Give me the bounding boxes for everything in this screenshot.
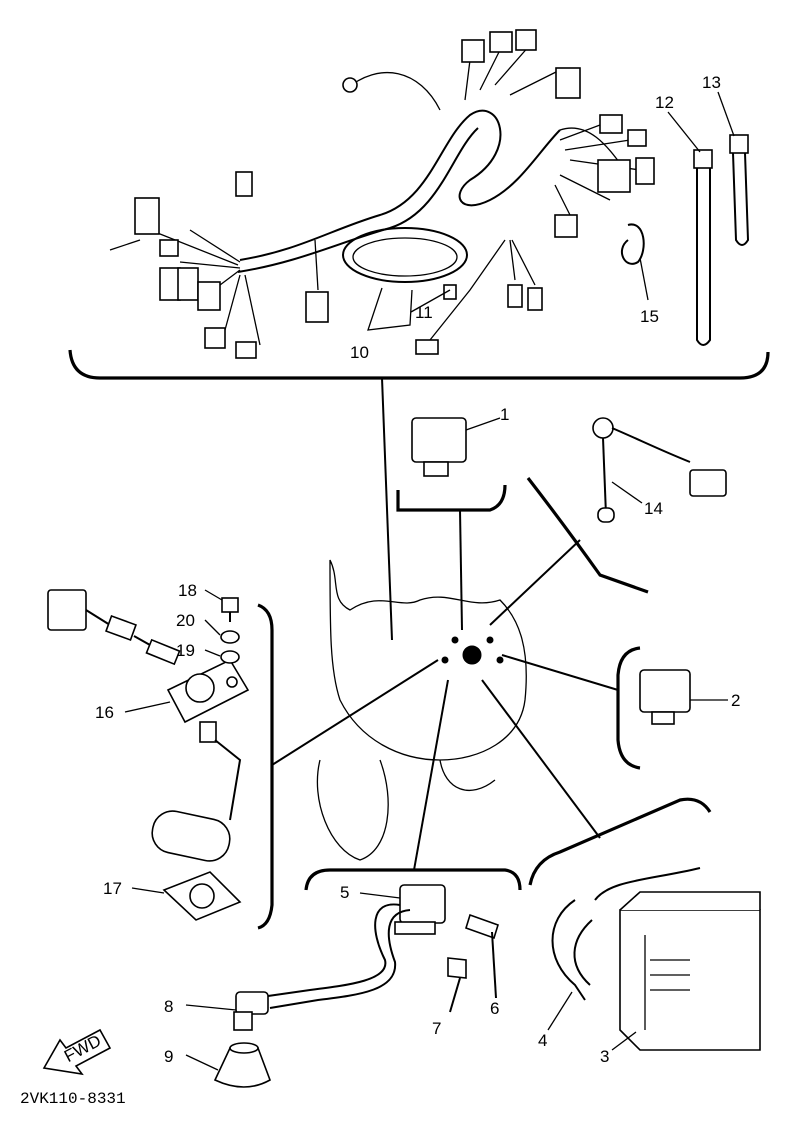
callout-8: 8 [164, 997, 173, 1016]
callout-labels: 1 2 3 4 5 6 7 8 9 10 11 12 13 14 15 16 1… [95, 73, 740, 1066]
part-5-ignition-coil-group [185, 679, 522, 1088]
callout-13: 13 [702, 73, 721, 92]
callout-19: 19 [176, 641, 195, 660]
callout-6: 6 [490, 999, 499, 1018]
part-2-relay [501, 646, 728, 770]
callout-14: 14 [644, 499, 663, 518]
callout-1: 1 [500, 405, 509, 424]
drawing-code: 2VK110-8331 [20, 1090, 126, 1108]
callout-15: 15 [640, 307, 659, 326]
callout-12: 12 [655, 93, 674, 112]
callout-5: 5 [340, 883, 349, 902]
wire-harness-group [68, 29, 770, 380]
part-1-relay [396, 417, 507, 631]
callout-3: 3 [600, 1047, 609, 1066]
callout-9: 9 [164, 1047, 173, 1066]
vehicle-outline [316, 559, 527, 861]
callout-18: 18 [178, 581, 197, 600]
callout-17: 17 [103, 879, 122, 898]
part-16-fuel-sender-group [47, 589, 439, 930]
callout-2: 2 [731, 691, 740, 710]
callout-11: 11 [415, 303, 433, 322]
fwd-arrow-icon: FWD [42, 1028, 112, 1076]
callout-4: 4 [538, 1031, 547, 1050]
callout-16: 16 [95, 703, 114, 722]
part-14-fuse-holder [489, 417, 727, 626]
callout-10: 10 [350, 343, 369, 362]
callout-20: 20 [176, 611, 195, 630]
callout-7: 7 [432, 1019, 441, 1038]
part-3-battery-group [481, 679, 761, 1051]
